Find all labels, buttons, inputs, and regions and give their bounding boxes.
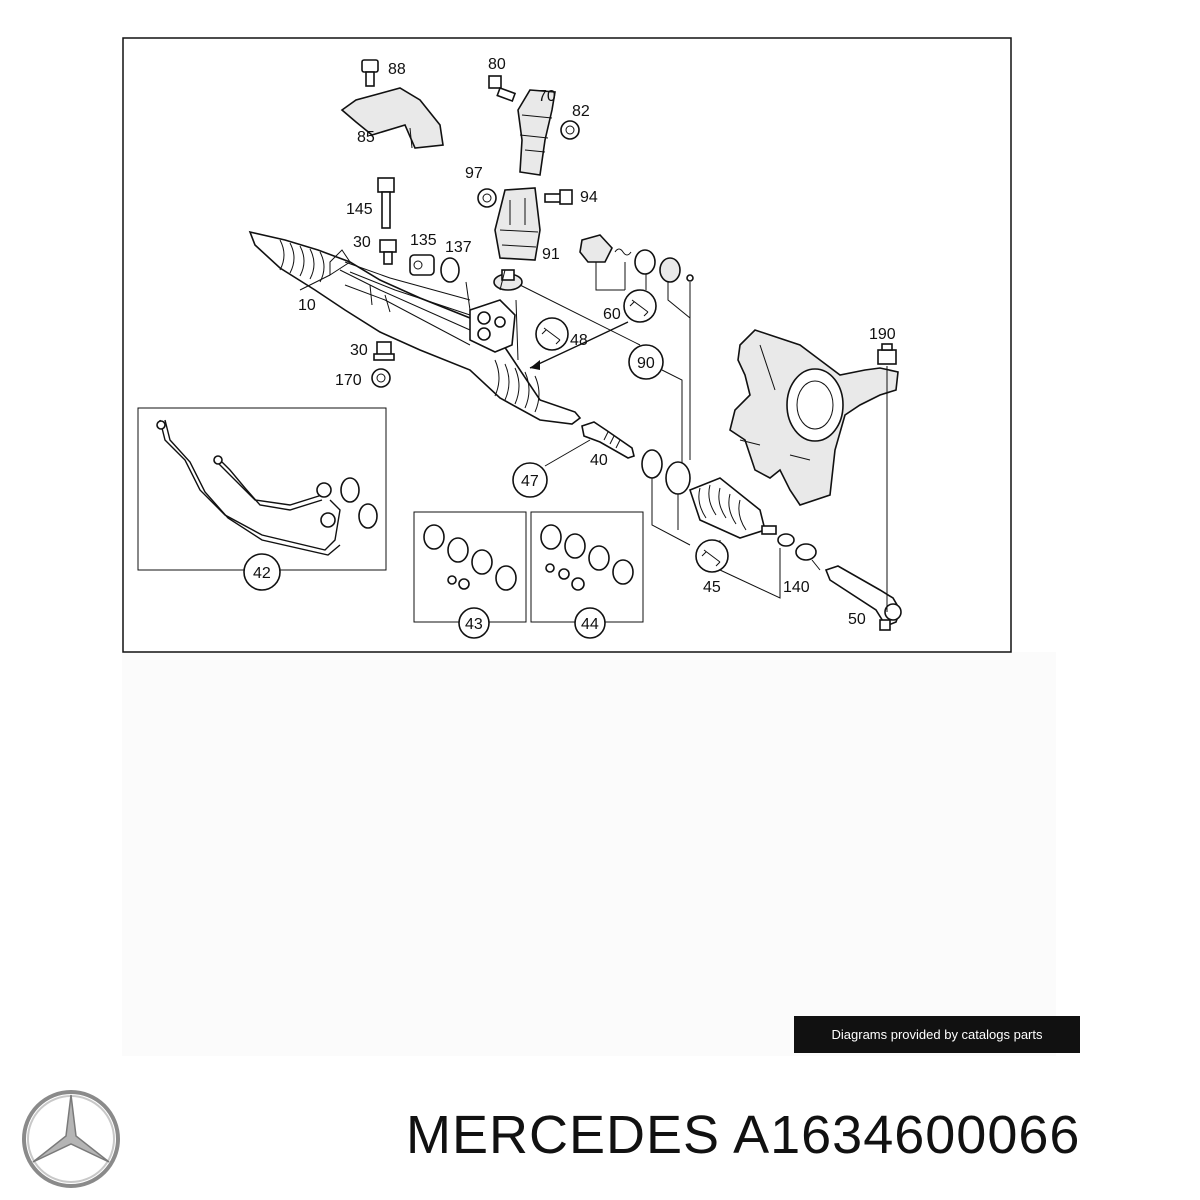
callout-45: 45 <box>703 579 721 596</box>
ring-137 <box>440 257 460 283</box>
callout-145: 145 <box>346 201 373 218</box>
nut-170 <box>371 368 391 388</box>
bolt-80 <box>488 75 517 103</box>
clamp-140 <box>777 533 817 561</box>
callout-labels: 88 80 70 82 85 97 94 145 30 135 137 91 1… <box>253 56 896 633</box>
callout-94: 94 <box>580 189 598 206</box>
bushing-135 <box>409 254 435 276</box>
callout-43: 43 <box>465 616 483 633</box>
callout-82: 82 <box>572 103 590 120</box>
sleeve-30-top <box>379 239 397 265</box>
part-number: A1634600066 <box>733 1105 1081 1165</box>
tie-rod-40 <box>581 421 635 459</box>
mercedes-star-icon <box>22 1090 120 1188</box>
boot-45 <box>689 477 777 539</box>
callout-42: 42 <box>253 565 271 582</box>
callout-50: 50 <box>848 611 866 628</box>
wrench-45 <box>695 539 729 573</box>
callout-97: 97 <box>465 165 483 182</box>
backdrop <box>122 652 1056 1056</box>
shield-85 <box>340 87 444 149</box>
callout-85: 85 <box>357 129 375 146</box>
callout-10: 10 <box>298 297 316 314</box>
steering-rack <box>248 230 582 425</box>
steering-knuckle <box>729 329 899 506</box>
callout-70: 70 <box>538 88 556 105</box>
callout-135: 135 <box>410 232 437 249</box>
boot-91 <box>494 187 541 261</box>
hose-lines-42 <box>156 419 378 556</box>
joint-70 <box>517 89 556 176</box>
seal-kit-43 <box>423 524 517 591</box>
part-title: MERCEDES A1634600066 <box>406 1104 1080 1166</box>
wrench-60 <box>623 289 657 323</box>
nut-190 <box>877 343 897 365</box>
bolt-88 <box>361 59 379 87</box>
bolt-94 <box>544 189 573 205</box>
callout-140: 140 <box>783 579 810 596</box>
callout-190: 190 <box>869 326 896 343</box>
nut-82 <box>560 120 580 140</box>
callout-30-low: 30 <box>350 342 368 359</box>
callout-88: 88 <box>388 61 406 78</box>
callout-40: 40 <box>590 452 608 469</box>
callout-47: 47 <box>521 473 539 490</box>
callout-170: 170 <box>335 372 362 389</box>
callout-137: 137 <box>445 239 472 256</box>
diagram-credit-badge: Diagrams provided by catalogs parts <box>794 1016 1080 1053</box>
callout-90: 90 <box>637 355 655 372</box>
callout-44: 44 <box>581 616 599 633</box>
brand-name: MERCEDES <box>406 1105 721 1165</box>
cap-set <box>579 234 694 283</box>
callout-30-top: 30 <box>353 234 371 251</box>
sleeve-30-low <box>373 341 395 361</box>
bolt-145 <box>377 177 395 229</box>
nut-97 <box>477 188 497 208</box>
callout-48: 48 <box>570 332 588 349</box>
callout-80: 80 <box>488 56 506 73</box>
callout-91: 91 <box>542 246 560 263</box>
tie-rod-end-50 <box>824 565 902 631</box>
wrench-48 <box>535 317 569 351</box>
callout-60: 60 <box>603 306 621 323</box>
seal-kit-44 <box>540 524 634 591</box>
